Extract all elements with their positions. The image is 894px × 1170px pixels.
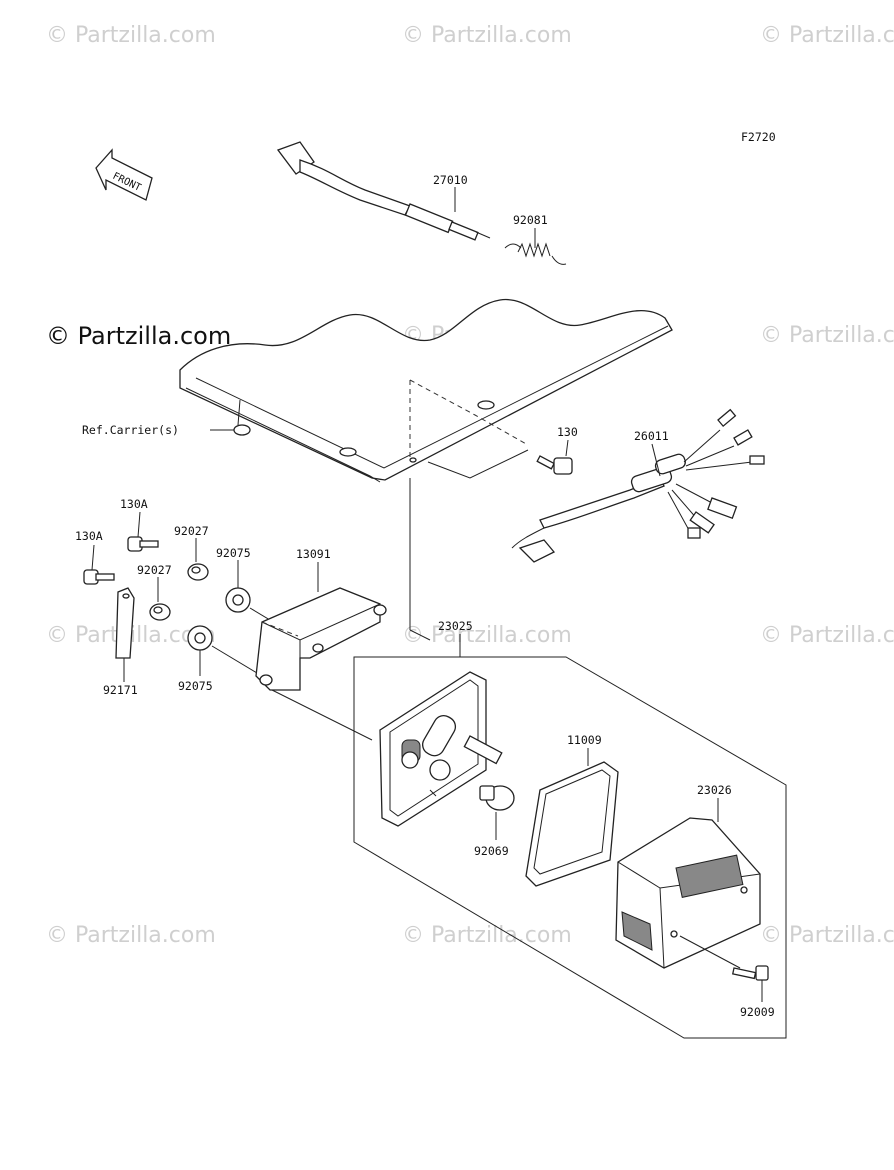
callout-92027-a: 92027 (174, 524, 209, 538)
callout-92171: 92171 (103, 683, 138, 697)
main-watermark: © Partzilla.com (46, 322, 231, 350)
part-26011-harness (511, 408, 765, 563)
part-92075-grommet-a (225, 587, 251, 613)
callout-130A-left: 130A (75, 529, 103, 543)
part-92027-collar-b (149, 603, 171, 621)
callout-13091: 13091 (296, 547, 331, 561)
callout-92027-b: 92027 (137, 563, 172, 577)
watermark: © Partzilla.com (402, 623, 572, 648)
watermark: © Partzilla.com (402, 23, 572, 48)
watermark: © Partzilla.com (760, 323, 894, 348)
assembly-outline (353, 656, 787, 1039)
figure-code: F2720 (741, 130, 776, 144)
part-92009-screw (731, 965, 769, 981)
callout-11009: 11009 (567, 733, 602, 747)
ref-carrier-label: Ref.Carrier(s) (82, 423, 179, 437)
part-130A-bolt-left (83, 569, 115, 585)
callout-23026: 23026 (697, 783, 732, 797)
watermark: © Partzilla.com (760, 23, 894, 48)
leader-line (91, 544, 95, 571)
part-92081-spring (504, 242, 567, 265)
part-27010-switch (276, 141, 491, 241)
guide-line (427, 449, 529, 479)
part-23025-lamp-base (379, 671, 503, 827)
callout-26011: 26011 (634, 429, 669, 443)
carrier-plate (179, 298, 673, 483)
callout-130A-top: 130A (120, 497, 148, 511)
front-arrow-icon: FRONT (95, 148, 153, 201)
guide-line (409, 379, 529, 446)
watermark: © Partzilla.com (46, 923, 216, 948)
callout-92075-a: 92075 (216, 546, 251, 560)
watermark: © Partzilla.com (402, 923, 572, 948)
leader-line (271, 689, 373, 741)
part-13091-bracket (255, 587, 387, 691)
callout-130: 130 (557, 425, 578, 439)
part-92027-collar-a (187, 563, 209, 581)
part-130A-bolt-top (127, 536, 159, 552)
watermark-grid: © Partzilla.com © Partzilla.com © Partzi… (46, 23, 894, 948)
part-130-bolt (536, 455, 573, 475)
leader-line (565, 439, 569, 457)
watermark: © Partzilla.com (760, 923, 894, 948)
watermark: © Partzilla.com (760, 623, 894, 648)
part-11009-gasket (525, 761, 619, 887)
callout-27010: 27010 (433, 173, 468, 187)
part-23026-lens-cover (615, 817, 761, 969)
part-92069-bulb (479, 785, 515, 811)
callout-92069: 92069 (474, 844, 509, 858)
callout-92075-b: 92075 (178, 679, 213, 693)
leader-line (409, 629, 431, 641)
leader-line (651, 443, 661, 477)
leader-line (137, 511, 141, 538)
part-92075-grommet-b (187, 625, 213, 651)
watermark: © Partzilla.com (46, 23, 216, 48)
leader-line (679, 935, 741, 969)
callout-92081: 92081 (513, 213, 548, 227)
part-92171-band (115, 587, 135, 659)
callout-92009: 92009 (740, 1005, 775, 1019)
callout-23025: 23025 (438, 619, 473, 633)
leader-line (211, 645, 263, 677)
